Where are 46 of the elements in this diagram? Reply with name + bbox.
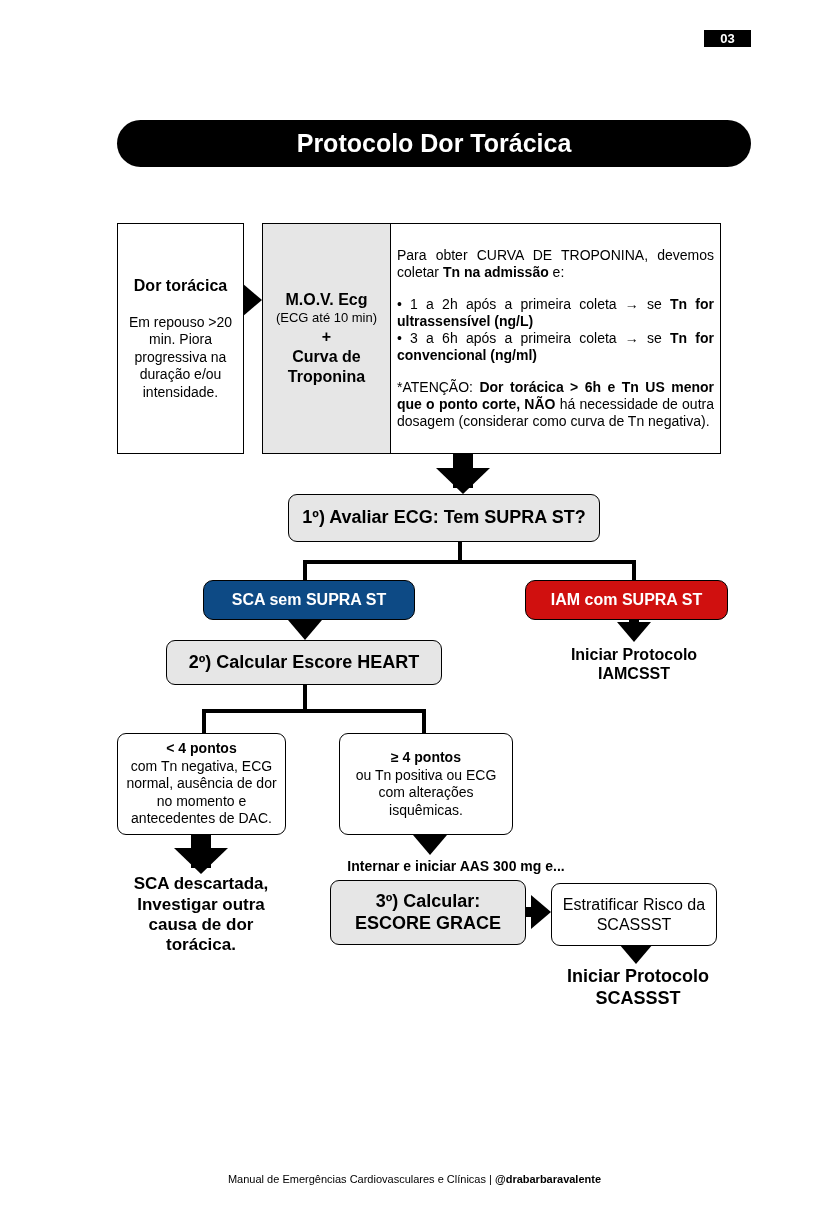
step-text: Iniciar Protocolo SCASSST xyxy=(540,964,736,1012)
result-box xyxy=(525,580,728,620)
step-text: Iniciar Protocolo IAMCSST xyxy=(544,642,724,686)
step-box xyxy=(262,223,391,454)
info-box xyxy=(339,733,513,835)
block-arrow xyxy=(288,620,322,640)
result-box xyxy=(203,580,415,620)
box-text: 1º) Avaliar ECG: Tem SUPRA ST? xyxy=(301,507,587,529)
step-box xyxy=(166,640,442,685)
block-arrow xyxy=(436,454,490,494)
note-text: • 3 a 6h após a primeira coleta → se Tn for convencional (ng/ml) xyxy=(396,329,715,365)
box-text: com Tn negativa, ECG normal, ausência de dor no momento e antecedentes de DAC. xyxy=(125,757,278,828)
info-box xyxy=(117,733,286,835)
info-box xyxy=(390,223,721,454)
step-text: SCA descartada, Investigar outra causa de dor torácica. xyxy=(112,874,290,956)
info-box xyxy=(551,883,717,946)
box-heading: ≥ 4 pontos xyxy=(390,749,462,767)
box-text: 3º) Calcular: ESCORE GRACE xyxy=(354,890,502,935)
box-heading: < 4 pontos xyxy=(165,740,238,758)
box-heading: Dor torácica xyxy=(132,275,229,296)
block-arrow xyxy=(242,283,262,317)
box-text: Em repouso >20 min. Piora progressiva na duração e/ou intensidade. xyxy=(127,313,234,402)
title-banner: Protocolo Dor Torácica xyxy=(117,120,751,167)
note-text: • 1 a 2h após a primeira coleta → se Tn for ultrassensível (ng/L) xyxy=(396,295,715,330)
box-text: Estratificar Risco da SCASSST xyxy=(561,895,707,934)
block-arrow xyxy=(619,944,653,964)
block-arrow xyxy=(526,895,551,929)
block-arrow xyxy=(413,835,447,855)
box-text: IAM com SUPRA ST xyxy=(549,590,704,610)
note-text: *ATENÇÃO: Dor torácica > 6h e Tn US menor que o ponto corte, NÃO há necessidade de outra dosagem (considerar como curva de Tn negativa). xyxy=(396,379,715,431)
block-arrow xyxy=(617,620,651,642)
block-arrow xyxy=(174,835,228,874)
box-text: SCA sem SUPRA ST xyxy=(230,590,388,610)
page-number: 03 xyxy=(704,30,751,47)
box-heading: + xyxy=(321,326,332,347)
box-heading: Curva de Troponina xyxy=(286,346,367,387)
box-text: 2º) Calcular Escore HEART xyxy=(187,651,421,674)
box-text: ou Tn positiva ou ECG com alterações isquêmicas. xyxy=(354,766,498,819)
footer-text: Manual de Emergências Cardiovasculares e Clínicas | @drabarbaravalente xyxy=(226,1173,603,1185)
step-box xyxy=(330,880,526,945)
info-box xyxy=(117,223,244,454)
box-text: (ECG até 10 min) xyxy=(275,310,378,327)
box-heading: M.O.V. Ecg xyxy=(285,290,368,311)
note-text: Para obter CURVA DE TROPONINA, devemos coletar Tn na admissão e: xyxy=(396,246,715,281)
step-text: Internar e iniciar AAS 300 mg e... xyxy=(316,855,596,877)
step-box xyxy=(288,494,600,542)
